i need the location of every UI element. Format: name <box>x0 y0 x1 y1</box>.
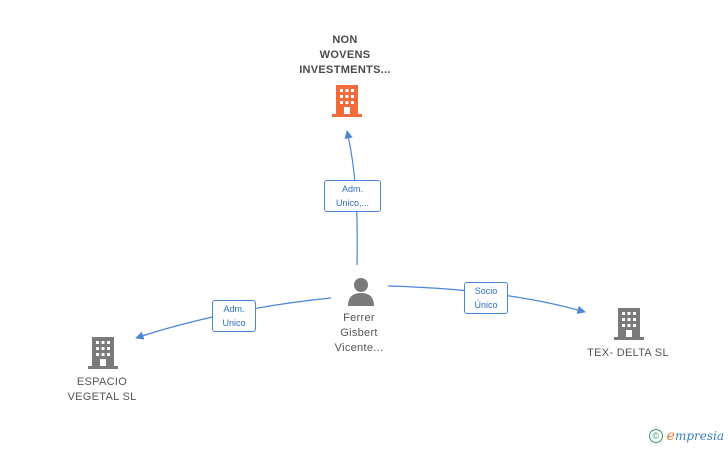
node-label-line: WOVENS <box>319 49 371 61</box>
node-label-espacio-vegetal[interactable]: ESPACIO VEGETAL SL <box>50 375 154 405</box>
node-label-tex-delta[interactable]: TEX- DELTA SL <box>570 346 686 361</box>
edge-label-line: Socio <box>474 286 498 296</box>
brand-name-initial: e <box>666 428 675 444</box>
node-label-line: Gisbert <box>340 327 378 339</box>
edge-label-line: Adm. <box>223 304 245 314</box>
edge-label-line: Adm. <box>341 184 363 194</box>
copyright-icon: © <box>648 429 663 443</box>
person-icon[interactable] <box>346 276 376 306</box>
node-label-center-person[interactable]: Ferrer Gisbert Vicente... <box>313 311 405 356</box>
edge-label-to-tex-delta[interactable]: Socio Único <box>464 282 508 314</box>
empresia-logo: © empresia <box>648 428 724 444</box>
building-icon[interactable] <box>87 336 119 370</box>
edge-label-line: Unico,... <box>335 198 369 208</box>
edge-label-line: Único <box>474 300 498 310</box>
edge-label-to-non-wovens[interactable]: Adm. Unico,... <box>324 180 381 212</box>
node-label-line: VEGETAL SL <box>67 391 137 403</box>
building-icon[interactable] <box>331 84 363 118</box>
building-icon[interactable] <box>613 307 645 341</box>
node-label-line: Vicente... <box>334 342 384 354</box>
node-label-line: INVESTMENTS... <box>299 64 391 76</box>
node-label-line: NON <box>332 34 358 46</box>
brand-name: empresia <box>667 428 724 444</box>
node-label-line: TEX- DELTA SL <box>587 347 669 359</box>
node-label-line: ESPACIO <box>76 376 128 388</box>
edge-label-to-espacio[interactable]: Adm. Unico <box>212 300 256 332</box>
node-label-line: Ferrer <box>343 312 375 324</box>
edge-label-line: Unico <box>222 318 246 328</box>
node-label-non-wovens[interactable]: NON WOVENS INVESTMENTS... <box>284 33 406 78</box>
brand-name-rest: mpresia <box>674 429 724 443</box>
